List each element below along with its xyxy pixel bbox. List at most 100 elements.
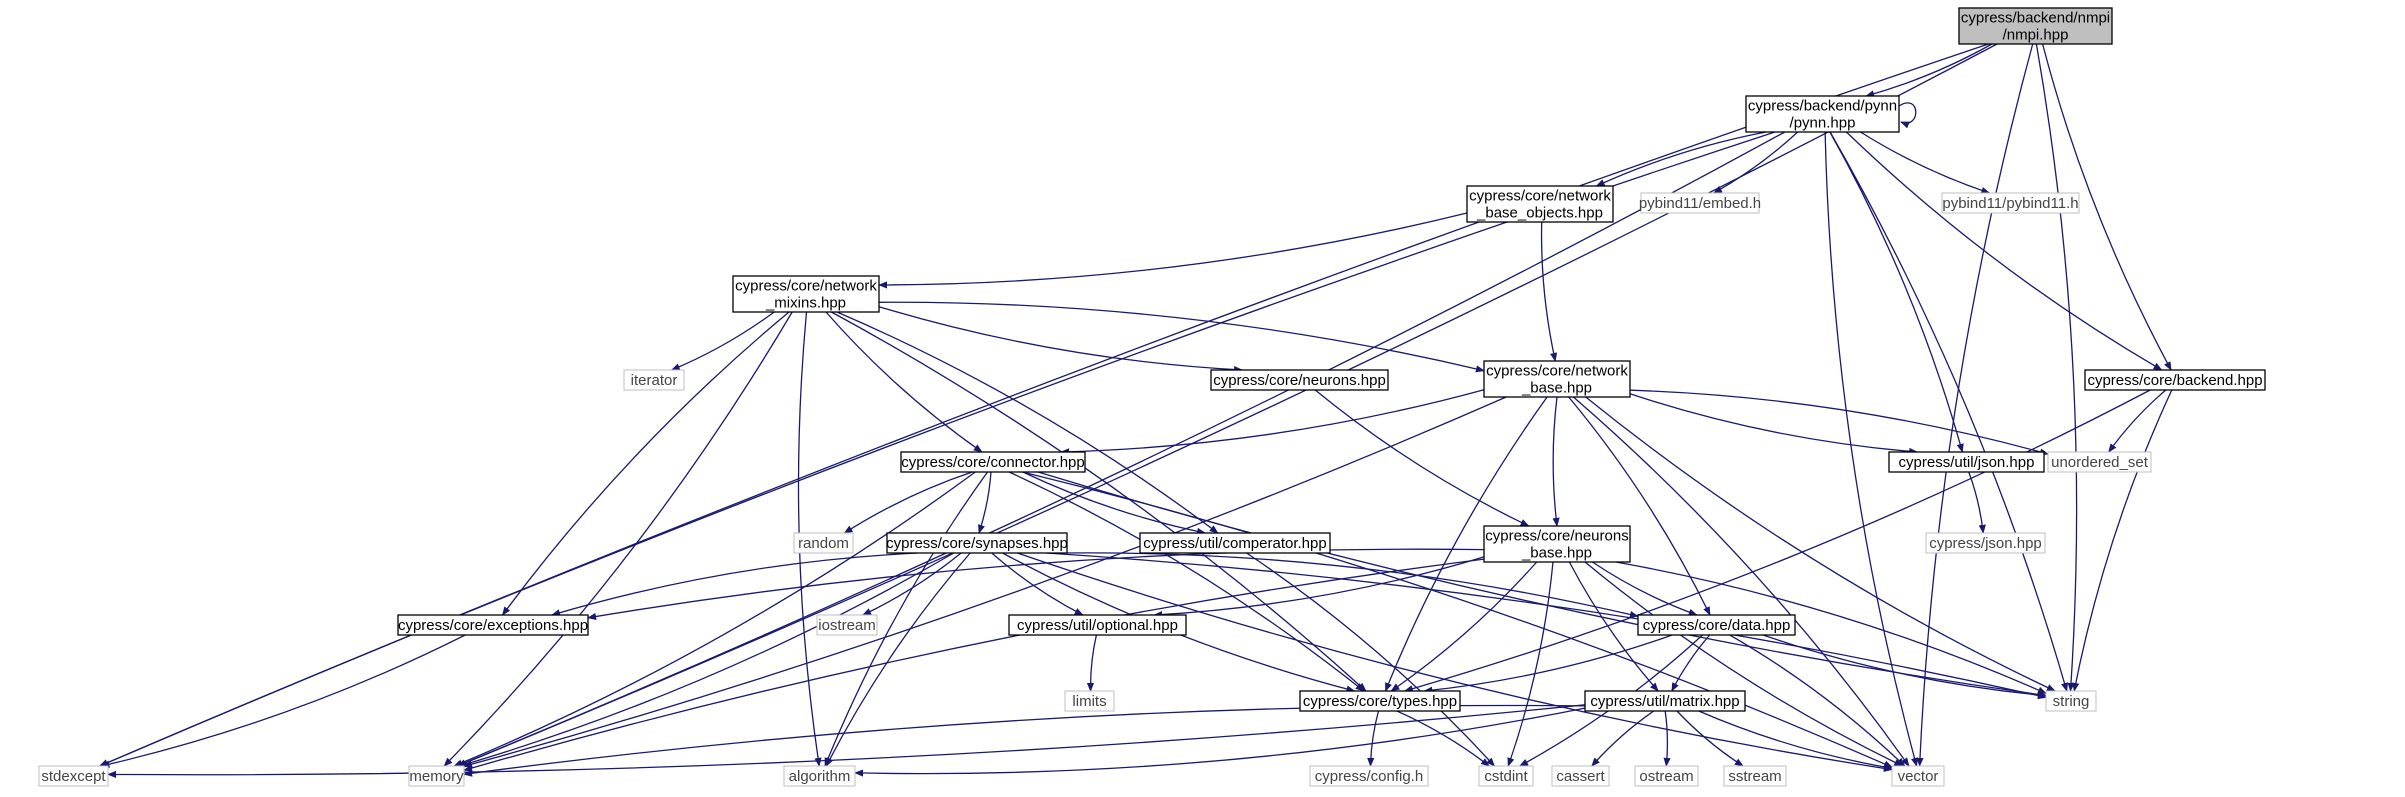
node-optional[interactable]: cypress/util/optional.hpp xyxy=(1008,614,1187,636)
node-label: cypress/core/network xyxy=(1486,363,1628,380)
node-mixins[interactable]: cypress/core/network_mixins.hpp xyxy=(732,275,880,313)
node-nmpi[interactable]: cypress/backend/nmpi/nmpi.hpp xyxy=(1958,7,2113,45)
node-box xyxy=(1483,360,1631,398)
edge-matrix-to-ostream xyxy=(1663,710,1671,767)
node-embed: pybind11/embed.h xyxy=(1639,192,1761,214)
node-label: _base.hpp xyxy=(1521,545,1592,562)
edge-synapses-to-optional xyxy=(991,552,1084,616)
node-label: cypress/core/network xyxy=(1469,188,1611,205)
node-json[interactable]: cypress/util/json.hpp xyxy=(1888,451,2045,473)
node-label: cypress/core/network xyxy=(735,278,877,295)
node-box xyxy=(1584,690,1746,712)
node-comperator[interactable]: cypress/util/comperator.hpp xyxy=(1139,532,1331,554)
node-label: vector xyxy=(1898,768,1939,785)
edge-matrix-to-vector xyxy=(1698,710,1893,771)
node-neurons[interactable]: cypress/core/neurons.hpp xyxy=(1210,369,1389,391)
edge-pynn-to-stdexcept xyxy=(99,131,1776,767)
nodes-layer: cypress/backend/nmpi/nmpi.hpp cypress/bac… xyxy=(38,7,2266,787)
node-label: _base.hpp xyxy=(1521,380,1592,397)
edge-mixins-to-exceptions xyxy=(501,311,790,616)
node-label: cypress/core/exceptions.hpp xyxy=(398,617,588,634)
node-box xyxy=(886,532,1068,554)
edge-mixins-to-types xyxy=(831,311,1367,692)
node-iterator: iterator xyxy=(623,369,685,391)
node-matrix[interactable]: cypress/util/matrix.hpp xyxy=(1584,690,1746,712)
edge-pynn-to-json xyxy=(1829,131,1964,453)
edge-connector-to-algorithm xyxy=(824,471,989,767)
node-exceptions[interactable]: cypress/core/exceptions.hpp xyxy=(397,614,589,636)
node-label: cypress/json.hpp xyxy=(1929,535,2042,552)
node-box xyxy=(1745,95,1900,133)
node-box xyxy=(2084,369,2266,391)
node-label: random xyxy=(798,535,849,552)
node-iostream: iostream xyxy=(816,614,878,636)
edge-connector-to-memory xyxy=(453,471,976,767)
node-nbo[interactable]: cypress/core/network_base_objects.hpp xyxy=(1466,185,1614,223)
edges-layer xyxy=(98,43,2173,779)
edge-pynn-to-pybind xyxy=(1860,131,1991,194)
edge-connector-to-vector xyxy=(1022,471,1893,768)
node-label: cassert xyxy=(1556,768,1605,785)
edge-nmpi-to-memory xyxy=(456,43,1998,767)
node-box xyxy=(1139,532,1331,554)
edge-mixins-to-nbase xyxy=(878,301,1485,373)
node-box xyxy=(1008,614,1187,636)
edge-connector-to-synapses xyxy=(978,471,992,534)
node-label: cypress/util/comperator.hpp xyxy=(1143,535,1326,552)
edge-types-to-config xyxy=(1367,710,1380,767)
edge-connector-to-random xyxy=(843,471,973,534)
node-box xyxy=(408,765,465,787)
edge-json-to-cjson xyxy=(1968,471,1986,534)
edge-matrix-to-memory xyxy=(463,704,1586,777)
edge-nrnbase-to-memory xyxy=(463,558,1485,772)
edge-mixins-to-neurons xyxy=(878,306,1243,374)
node-box xyxy=(1309,765,1429,787)
node-label: iterator xyxy=(631,372,678,389)
node-pybind: pybind11/pybind11.h xyxy=(1941,192,2080,214)
edge-cbackend-to-uset xyxy=(2108,389,2167,453)
node-ostream: ostream xyxy=(1634,765,1699,787)
node-box xyxy=(1888,451,2045,473)
node-label: /pynn.hpp xyxy=(1790,115,1856,132)
node-nrnbase[interactable]: cypress/core/neurons_base.hpp xyxy=(1483,525,1631,563)
node-label: cypress/util/json.hpp xyxy=(1899,454,2035,471)
node-algorithm: algorithm xyxy=(783,765,856,787)
node-string: string xyxy=(2045,690,2097,712)
edge-synapses-to-memory xyxy=(458,552,955,768)
node-box xyxy=(1483,525,1631,563)
edge-nrnbase-to-cstdint xyxy=(1507,561,1554,767)
node-label: cypress/core/synapses.hpp xyxy=(886,535,1068,552)
edge-pynn-to-nbo xyxy=(1595,131,1767,187)
edge-synapses-to-vector xyxy=(1017,552,1893,772)
edge-pynn-to-vector xyxy=(1824,131,1918,767)
edge-pynn-to-string xyxy=(1829,131,2069,692)
node-box xyxy=(1478,765,1534,787)
node-vector: vector xyxy=(1891,765,1945,787)
node-nbase[interactable]: cypress/core/network_base.hpp xyxy=(1483,360,1631,398)
node-box xyxy=(1064,690,1115,712)
edge-neurons-to-nrnbase xyxy=(1314,389,1530,527)
node-box xyxy=(397,614,589,636)
node-data[interactable]: cypress/core/data.hpp xyxy=(1637,614,1796,636)
node-pynn[interactable]: cypress/backend/pynn/pynn.hpp xyxy=(1745,95,1900,133)
edge-nbo-to-mixins xyxy=(878,212,1468,289)
node-label: sstream xyxy=(1728,768,1781,785)
node-cbackend[interactable]: cypress/core/backend.hpp xyxy=(2084,369,2266,391)
node-random: random xyxy=(793,532,854,554)
node-synapses[interactable]: cypress/core/synapses.hpp xyxy=(886,532,1068,554)
node-box xyxy=(1299,690,1461,712)
node-cassert: cassert xyxy=(1551,765,1610,787)
node-connector[interactable]: cypress/core/connector.hpp xyxy=(900,451,1086,473)
edge-nmpi-to-vector xyxy=(1916,43,2034,767)
node-label: cypress/config.h xyxy=(1315,768,1423,785)
node-types[interactable]: cypress/core/types.hpp xyxy=(1299,690,1461,712)
node-uset: unordered_set xyxy=(2047,451,2152,473)
node-box xyxy=(623,369,685,391)
node-box xyxy=(793,532,854,554)
node-label: cypress/core/backend.hpp xyxy=(2087,372,2262,389)
edge-comperator-to-cstdint xyxy=(1246,552,1496,767)
edge-optional-to-limits xyxy=(1086,634,1098,692)
node-box xyxy=(1551,765,1610,787)
edge-nrnbase-to-data xyxy=(1592,561,1698,616)
edge-nbase-to-json xyxy=(1629,393,1919,455)
